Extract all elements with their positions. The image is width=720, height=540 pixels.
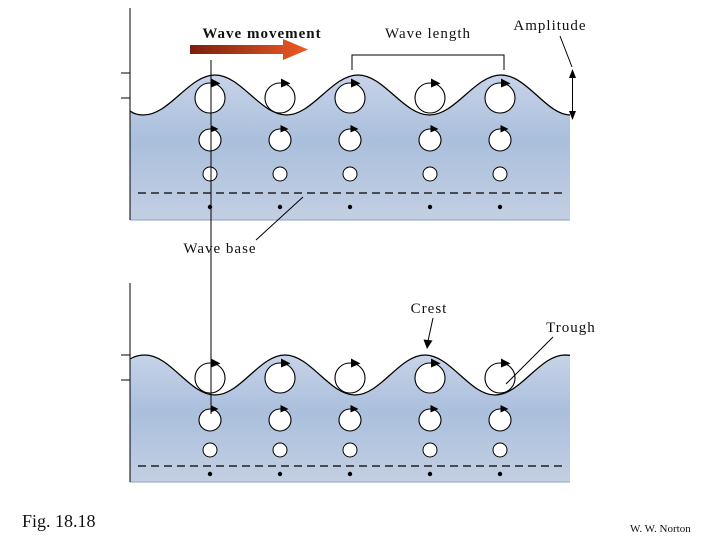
wave-length-label: Wave length: [385, 26, 471, 42]
particle-dot: [207, 471, 213, 477]
amplitude-leader-line: [559, 35, 573, 68]
publisher-credit: W. W. Norton: [630, 523, 691, 535]
orbital-circle: [422, 166, 438, 182]
wave-base-label: Wave base: [183, 241, 256, 257]
water-surface-line: [129, 354, 571, 396]
orbital-circle: [492, 166, 508, 182]
wave-base-leader-line: [255, 196, 304, 241]
orbital-circle: [264, 77, 296, 114]
orbital-circle: [334, 357, 366, 394]
particle-dot: [207, 204, 213, 210]
wave-length-bracket: [351, 54, 505, 70]
bottom-annotations: Crest Trough: [411, 301, 596, 385]
orbital-circle: [414, 77, 446, 114]
particle-dot: [347, 204, 353, 210]
particle-dot: [347, 471, 353, 477]
particle-dot: [277, 204, 283, 210]
particle-dot: [277, 471, 283, 477]
particle-dot: [497, 204, 503, 210]
amplitude-arrowhead-top: [569, 69, 576, 78]
water-surface-line: [129, 74, 571, 116]
particle-dot: [427, 471, 433, 477]
orbital-circle: [202, 442, 218, 458]
particle-dot: [497, 471, 503, 477]
orbital-circle: [492, 442, 508, 458]
orbital-circle: [342, 442, 358, 458]
orbital-circle: [484, 357, 516, 394]
wave-movement-arrow-icon: [190, 39, 308, 60]
amplitude-label: Amplitude: [513, 18, 586, 34]
crest-leader-line: [427, 317, 434, 342]
top-annotations: Wave movement Wave length Amplitude Wave…: [183, 18, 586, 257]
orbital-circle: [202, 166, 218, 182]
top-panel: [121, 8, 571, 221]
crest-label: Crest: [411, 301, 448, 317]
orbital-circle: [422, 442, 438, 458]
bottom-panel: [121, 283, 571, 483]
orbital-circle: [342, 166, 358, 182]
particle-dot: [427, 204, 433, 210]
orbital-circle: [272, 166, 288, 182]
crest-arrowhead: [423, 339, 433, 349]
amplitude-arrowhead-bottom: [569, 111, 576, 120]
orbital-circle: [272, 442, 288, 458]
trough-leader-line: [505, 336, 554, 385]
orbital-circle: [194, 357, 226, 394]
trough-label: Trough: [546, 320, 596, 336]
figure-caption: Fig. 18.18: [22, 511, 96, 531]
wave-movement-label: Wave movement: [202, 26, 321, 42]
